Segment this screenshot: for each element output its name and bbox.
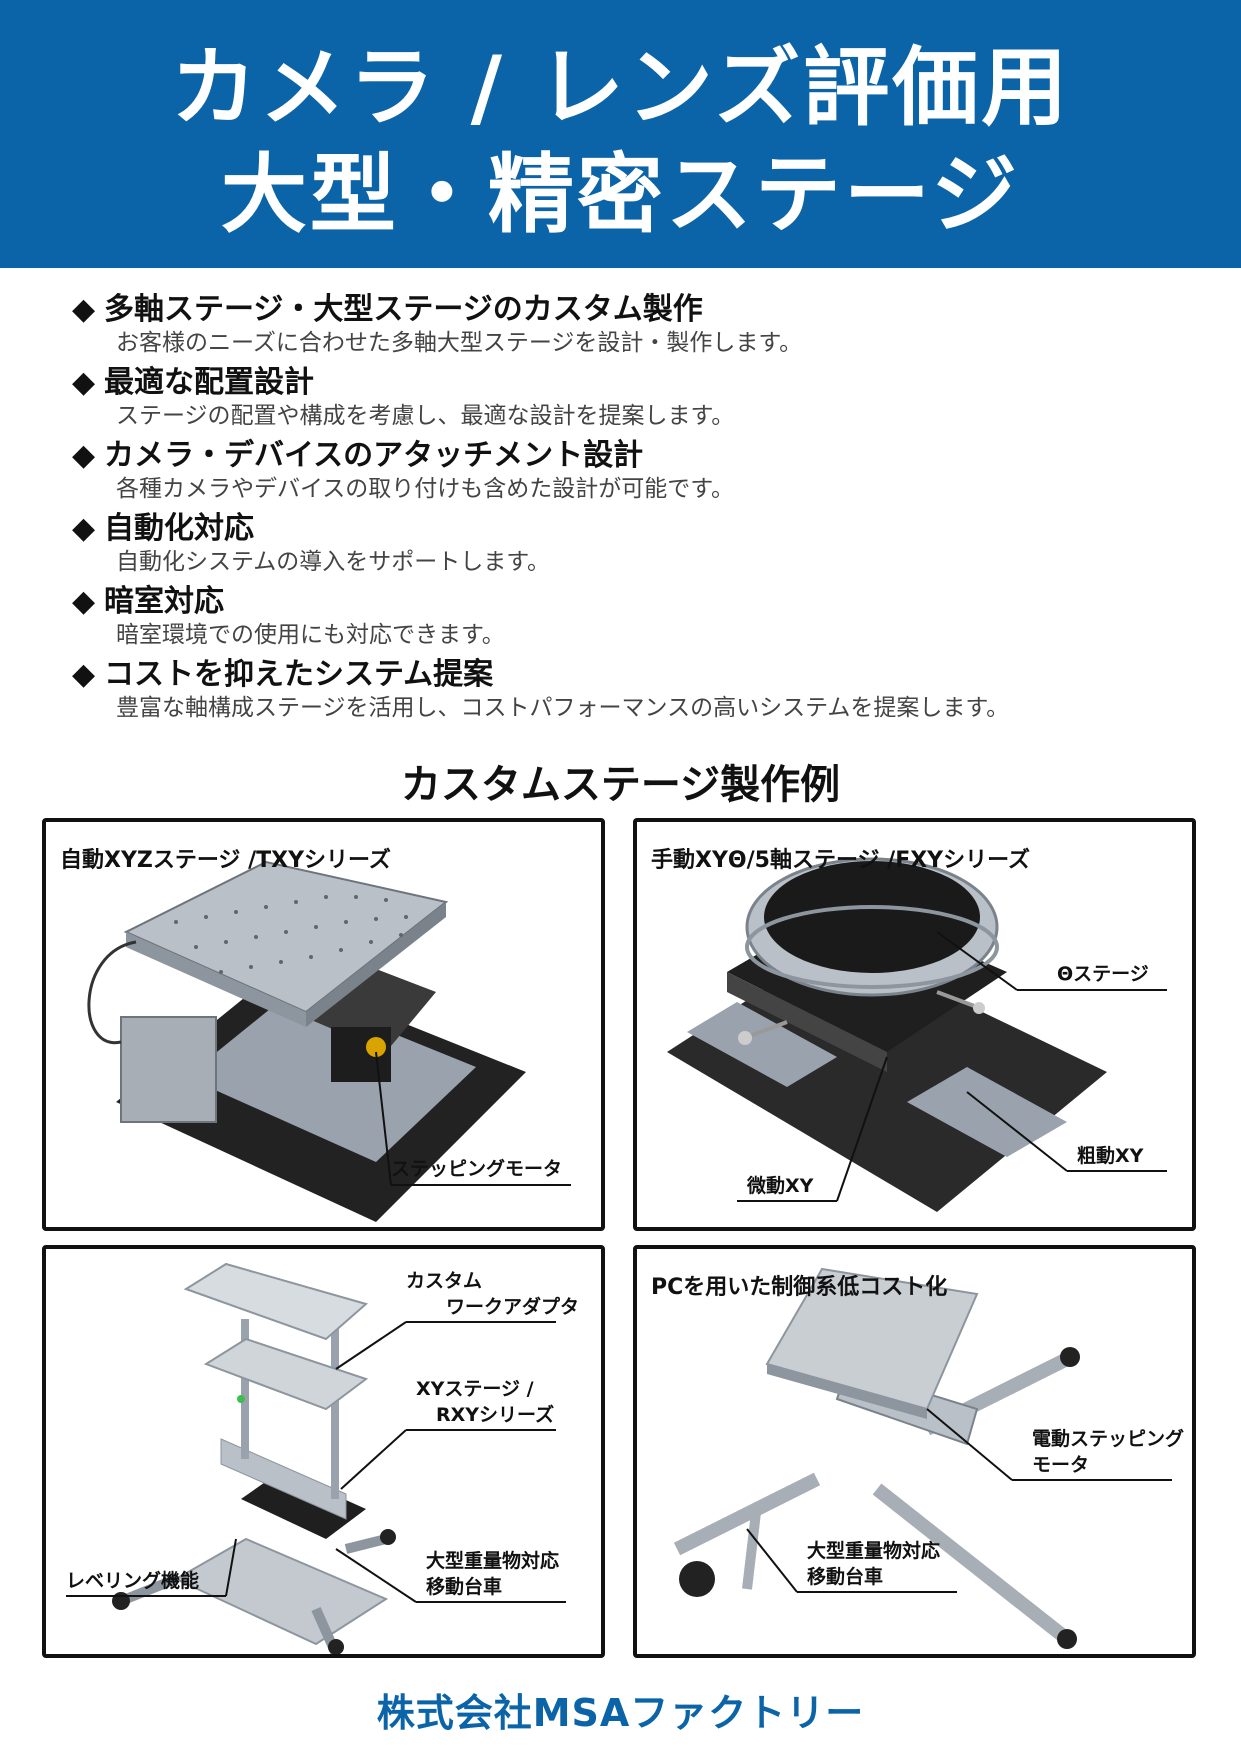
diamond-icon: ◆ bbox=[72, 657, 96, 692]
feature-title: 多軸ステージ・大型ステージのカスタム製作 bbox=[104, 292, 703, 327]
label-stepping-motor: ステッピングモータ bbox=[391, 1158, 563, 1180]
leader-lines bbox=[836, 931, 1068, 1202]
feature-desc: 自動化システムの導入をサポートします。 bbox=[116, 549, 551, 575]
feature-item: ◆多軸ステージ・大型ステージのカスタム製作 お客様のニーズに合わせた多軸大型ステ… bbox=[72, 292, 1182, 365]
section-title: カスタムステージ製作例 bbox=[400, 762, 841, 808]
rotary-stage-illustration bbox=[667, 857, 1107, 1212]
feature-title: 最適な配置設計 bbox=[104, 365, 314, 400]
label-heavy-cart: 大型重量物対応 bbox=[807, 1540, 941, 1562]
diamond-icon: ◆ bbox=[72, 365, 96, 400]
leader-lines bbox=[746, 1408, 1013, 1593]
feature-desc: ステージの配置や構成を考慮し、最適な設計を提案します。 bbox=[116, 403, 735, 429]
feature-item: ◆カメラ・デバイスのアタッチメント設計 各種カメラやデバイスの取り付けも含めた設… bbox=[72, 438, 1182, 511]
leader-lines bbox=[375, 1051, 392, 1186]
example-panel-txy: 自動XYZステージ /TXYシリーズ ステッピングモータ bbox=[42, 818, 605, 1231]
label-fine-xy: 微動XY bbox=[747, 1175, 814, 1197]
feature-title: 自動化対応 bbox=[104, 511, 254, 546]
label-coarse-xy: 粗動XY bbox=[1077, 1145, 1144, 1167]
diamond-icon: ◆ bbox=[72, 292, 96, 327]
feature-title: カメラ・デバイスのアタッチメント設計 bbox=[104, 438, 644, 473]
feature-desc: 暗室環境での使用にも対応できます。 bbox=[116, 622, 505, 648]
feature-title: 暗室対応 bbox=[104, 584, 224, 619]
page-title-line2: 大型・精密ステージ bbox=[220, 145, 1021, 245]
example-panel-fxy: 手動XYΘ/5軸ステージ /FXYシリーズ Θステージ 粗動XY 微動XY bbox=[633, 818, 1196, 1231]
feature-item: ◆暗室対応 暗室環境での使用にも対応できます。 bbox=[72, 584, 1182, 657]
label-motor: モータ bbox=[1032, 1454, 1090, 1476]
label-rxy-series: RXYシリーズ bbox=[436, 1404, 555, 1426]
example-panel-pc: PCを用いた制御系低コスト化 電動ステッピング モータ 大型重量物対応 移動台車 bbox=[633, 1245, 1196, 1658]
diamond-icon: ◆ bbox=[72, 584, 96, 619]
cart-stage-illustration bbox=[673, 1267, 1080, 1649]
feature-title: コストを抑えたシステム提案 bbox=[104, 657, 494, 692]
label-moving-cart: 移動台車 bbox=[807, 1566, 884, 1588]
label-moving-cart: 移動台車 bbox=[426, 1576, 503, 1598]
xyz-stage-illustration bbox=[87, 860, 526, 1222]
label-work-adapter: ワークアダプタ bbox=[446, 1296, 580, 1318]
panel-title: PCを用いた制御系低コスト化 bbox=[651, 1275, 948, 1300]
feature-desc: 豊富な軸構成ステージを活用し、コストパフォーマンスの高いシステムを提案します。 bbox=[116, 695, 1010, 721]
feature-desc: お客様のニーズに合わせた多軸大型ステージを設計・製作します。 bbox=[116, 330, 803, 356]
feature-desc: 各種カメラやデバイスの取り付けも含めた設計が可能です。 bbox=[116, 476, 735, 502]
label-theta-stage: Θステージ bbox=[1057, 963, 1149, 985]
feature-item: ◆コストを抑えたシステム提案 豊富な軸構成ステージを活用し、コストパフォーマンス… bbox=[72, 657, 1182, 730]
label-electric-motor: 電動ステッピング bbox=[1032, 1428, 1185, 1450]
header-banner: カメラ / レンズ評価用 大型・精密ステージ bbox=[0, 0, 1241, 268]
label-heavy-cart: 大型重量物対応 bbox=[426, 1550, 560, 1572]
page-title-line1: カメラ / レンズ評価用 bbox=[170, 38, 1071, 138]
feature-item: ◆最適な配置設計 ステージの配置や構成を考慮し、最適な設計を提案します。 bbox=[72, 365, 1182, 438]
label-xy-stage: XYステージ / bbox=[416, 1378, 534, 1400]
panel-title: 手動XYΘ/5軸ステージ /FXYシリーズ bbox=[651, 848, 1031, 873]
diamond-icon: ◆ bbox=[72, 438, 96, 473]
example-panel-custom: カスタム ワークアダプタ XYステージ / RXYシリーズ 大型重量物対応 移動… bbox=[42, 1245, 605, 1658]
label-leveling: レベリング機能 bbox=[66, 1570, 200, 1592]
panel-title: 自動XYZステージ /TXYシリーズ bbox=[60, 848, 391, 873]
diamond-icon: ◆ bbox=[72, 511, 96, 546]
company-name: 株式会社MSAファクトリー bbox=[376, 1691, 865, 1735]
label-custom: カスタム bbox=[406, 1270, 483, 1292]
feature-item: ◆自動化対応 自動化システムの導入をサポートします。 bbox=[72, 511, 1182, 584]
feature-list: ◆多軸ステージ・大型ステージのカスタム製作 お客様のニーズに合わせた多軸大型ステ… bbox=[72, 292, 1182, 730]
leader-lines bbox=[225, 1321, 417, 1603]
